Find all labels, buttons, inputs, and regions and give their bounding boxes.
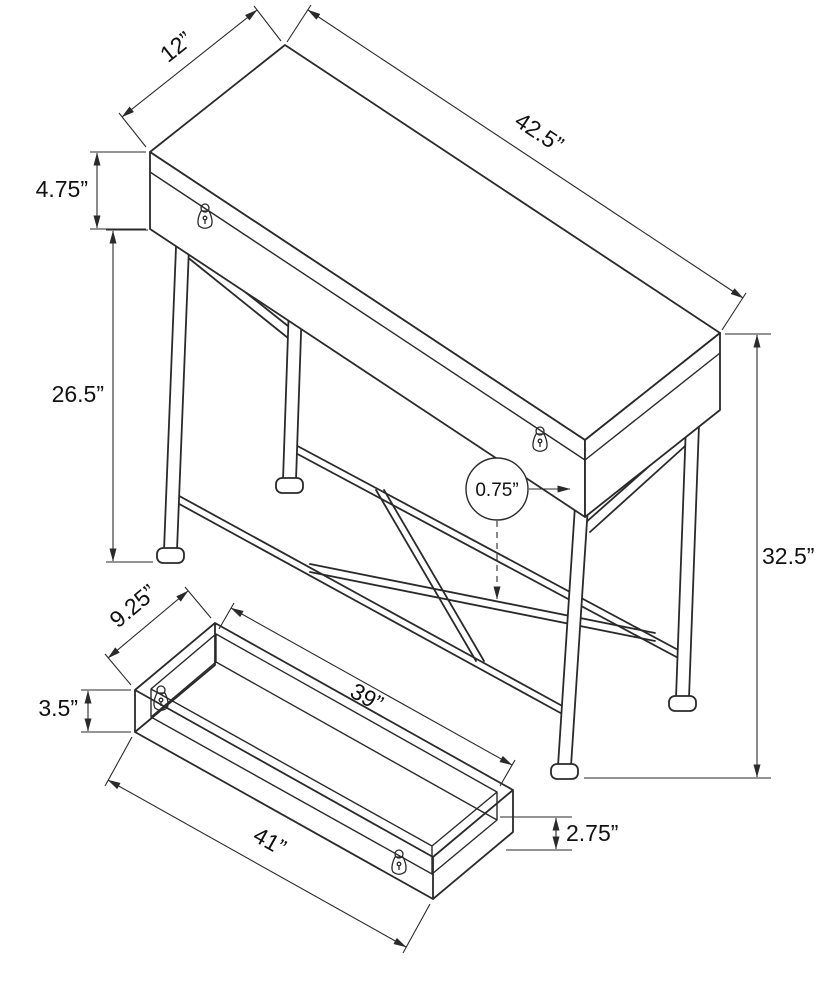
dim-table-tube-size-label: 0.75”	[475, 480, 518, 501]
extension-lines	[81, 689, 131, 733]
drawer-inner-edges	[150, 633, 498, 875]
extension-lines	[500, 816, 572, 851]
dimension-line	[307, 9, 744, 299]
dimension-line	[230, 607, 513, 766]
dim-table-apron-height-label: 4.75”	[36, 176, 88, 202]
keyhole-pull-icon	[391, 849, 407, 875]
dim-table-leg-clearance: 26.5”	[52, 229, 153, 563]
leg-foot	[156, 547, 185, 564]
dim-drawer-front-height-label: 3.5”	[38, 695, 78, 721]
dimension-line	[107, 779, 407, 948]
dim-drawer-front-height: 3.5”	[38, 689, 131, 733]
dim-table-total-height-label: 32.5”	[762, 543, 814, 569]
extension-lines	[584, 333, 771, 779]
callout-circle	[465, 457, 529, 521]
drawer-outer-edges	[134, 622, 514, 900]
dimension-line	[121, 9, 258, 118]
callout-tube-size: 0.75”	[465, 457, 571, 600]
extension-lines	[286, 4, 747, 331]
extension-lines	[106, 229, 153, 563]
drawer-front-seam	[149, 171, 721, 461]
leg-foot	[275, 477, 304, 494]
dim-drawer-depth-label: 9.25”	[104, 579, 161, 633]
dim-drawer-inner-length: 39”	[218, 602, 516, 787]
table-top	[149, 44, 721, 518]
extension-lines	[218, 602, 516, 787]
dim-drawer-outer-length-label: 41”	[249, 822, 291, 861]
leg-foot	[668, 695, 697, 712]
dim-table-total-height: 32.5”	[584, 333, 814, 779]
dim-table-leg-clearance-label: 26.5”	[52, 381, 104, 407]
dim-drawer-side-height: 2.75”	[500, 816, 618, 851]
drawer-box	[134, 622, 514, 900]
extension-lines	[90, 151, 146, 230]
extension-lines	[118, 5, 282, 148]
extension-lines	[104, 586, 212, 686]
dim-drawer-depth: 9.25”	[104, 579, 212, 686]
dim-table-top-depth-label: 12”	[155, 26, 197, 67]
dim-table-apron-height: 4.75”	[36, 151, 146, 230]
dim-drawer-side-height-label: 2.75”	[566, 820, 618, 846]
dimension-line	[107, 590, 189, 659]
leg-front-left	[163, 221, 191, 551]
x-cross-braces	[309, 489, 656, 662]
leg-foot	[550, 763, 579, 780]
extension-lines	[104, 736, 431, 954]
